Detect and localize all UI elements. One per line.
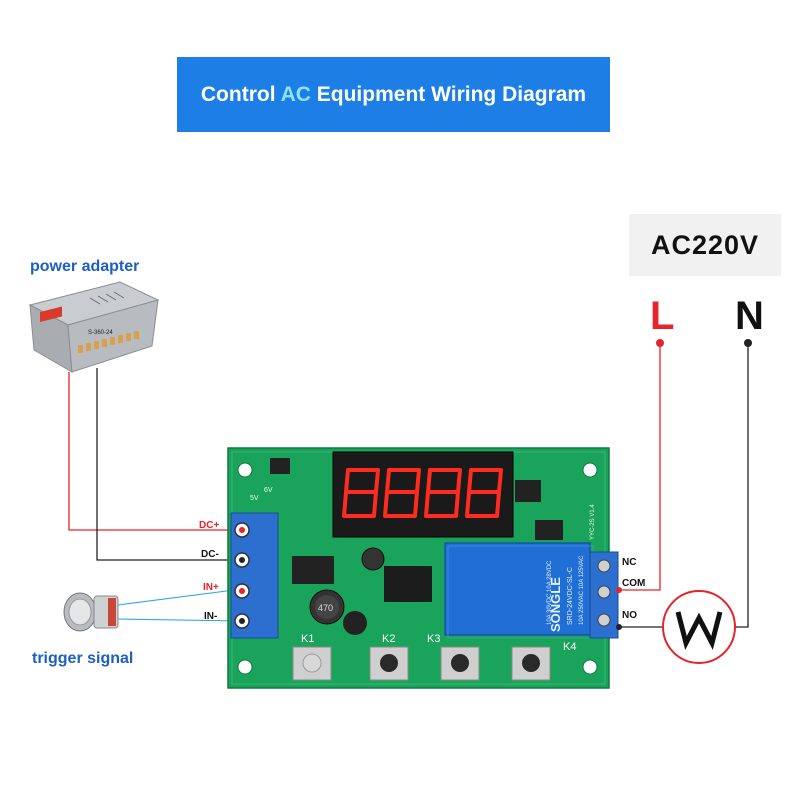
adapter-model-text: S-360-24 <box>88 330 113 336</box>
board-id-label: YYC-2S V1.4 <box>590 504 596 540</box>
button-label-k3: K3 <box>427 633 440 645</box>
relay-model: SRD-24VDC-SL-C <box>567 567 574 625</box>
button-label-k2: K2 <box>382 633 395 645</box>
title-prefix: Control <box>200 82 281 106</box>
terminal-label-com: COM <box>622 578 646 589</box>
ac-supply-box: AC220V <box>629 214 781 276</box>
ac-voltage-label: AC220V <box>650 229 760 260</box>
output-terminal-block <box>589 551 619 639</box>
ac-load-icon <box>662 590 736 664</box>
title-suffix: Equipment Wiring Diagram <box>310 82 587 106</box>
title-highlight: AC <box>280 82 311 106</box>
com-terminal-dot <box>616 587 622 593</box>
terminal-label-in-plus: IN+ <box>203 582 219 593</box>
terminal-label-nc: NC <box>622 557 637 568</box>
title-banner: Control AC Equipment Wiring Diagram <box>177 57 610 132</box>
trigger-signal-label: trigger signal <box>32 650 134 667</box>
line-terminal-dot <box>656 339 664 347</box>
relay: SONGLE SRD-24VDC-SL-C 10A 250VAC 10A 125… <box>444 542 594 639</box>
capacitor-label: 470 <box>318 603 333 613</box>
button-label-k1: K1 <box>301 633 314 645</box>
jumper-5v-label: 5V <box>250 495 259 502</box>
power-adapter-label: power adapter <box>30 258 140 275</box>
trigger-button <box>63 592 119 632</box>
terminal-label-dc-minus: DC- <box>201 549 219 560</box>
input-terminal-block <box>230 512 279 639</box>
jumper-6v-label: 6V <box>264 487 273 494</box>
neutral-terminal-dot <box>744 339 752 347</box>
button-label-k4: K4 <box>563 641 576 653</box>
no-terminal-dot <box>616 624 622 630</box>
diagram-title: Control AC Equipment Wiring Diagram <box>201 83 586 107</box>
neutral-label: N <box>735 294 764 338</box>
relay-rating-2: 10A 30VDC 10A 28VDC <box>547 560 553 625</box>
relay-rating-1: 10A 250VAC 10A 125VAC <box>579 555 585 625</box>
terminal-label-no: NO <box>622 610 637 621</box>
power-adapter: S-360-24 <box>28 281 160 373</box>
input-terminal-dots <box>239 527 245 624</box>
relay-brand: SONGLE <box>548 577 563 632</box>
signal-wires <box>117 588 243 622</box>
dc-power-wires <box>68 368 242 561</box>
line-label: L <box>650 294 675 338</box>
ac-wires <box>619 343 749 628</box>
terminal-label-dc-plus: DC+ <box>199 520 220 531</box>
terminal-label-in-minus: IN- <box>204 611 218 622</box>
